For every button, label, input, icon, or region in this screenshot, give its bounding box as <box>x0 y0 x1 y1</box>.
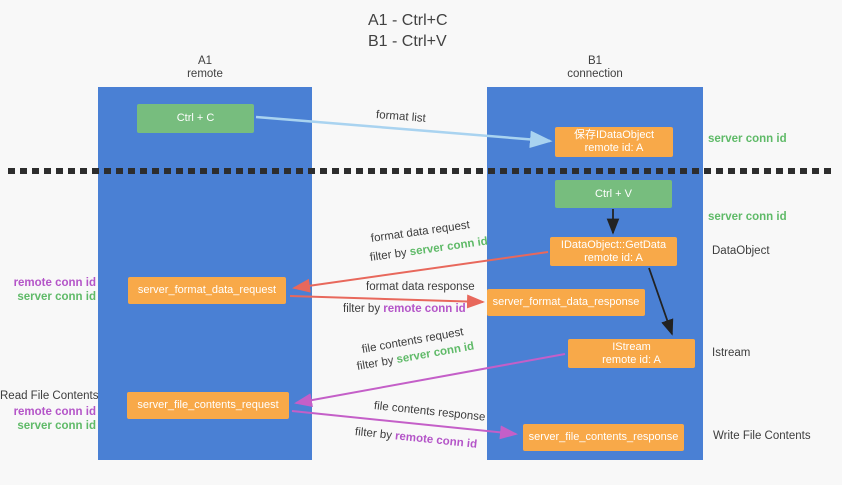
filter-by-text: filter by <box>355 354 398 373</box>
remote-conn-id-key: remote conn id <box>383 303 466 315</box>
label-write-file-contents: Write File Contents <box>713 430 811 442</box>
label-server-conn-id-left2: server conn id <box>17 419 96 432</box>
node-istream: IStream remote id: A <box>568 339 695 368</box>
filter-by-text: filter by <box>354 426 396 443</box>
node-server-file-contents-request-label: server_file_contents_request <box>137 399 279 411</box>
filter-by-text: filter by <box>343 303 384 315</box>
label-format-list: format list <box>375 109 427 125</box>
node-idataobject-getdata-line2: remote id: A <box>584 251 643 264</box>
title-line-1: A1 - Ctrl+C <box>368 12 448 29</box>
node-server-file-contents-request: server_file_contents_request <box>127 392 289 419</box>
node-istream-line2: remote id: A <box>602 353 661 366</box>
node-server-format-data-response-label: server_format_data_response <box>492 296 640 308</box>
node-ctrl-c: Ctrl + C <box>137 104 254 133</box>
node-server-format-data-request: server_format_data_request <box>128 277 286 304</box>
node-server-format-data-request-label: server_format_data_request <box>137 284 277 296</box>
label-file-contents-response-filter: filter by remote conn id <box>354 426 477 451</box>
label-read-file-contents: Read File Contents <box>0 390 99 402</box>
node-server-format-data-response: server_format_data_response <box>487 289 645 316</box>
lane-a1-subtitle: remote <box>187 68 223 80</box>
label-remote-conn-id-left2: remote conn id <box>13 406 96 418</box>
lane-a1-name: A1 <box>197 55 213 67</box>
node-idataobject-getdata-line1: IDataObject::GetData <box>560 238 667 251</box>
label-server-conn-id-mid: server conn id <box>708 211 787 223</box>
node-save-idataobject-line1: 保存IDataObject <box>573 129 655 141</box>
node-idataobject-getdata: IDataObject::GetData remote id: A <box>550 237 677 266</box>
lane-b1-name: B1 <box>587 55 603 67</box>
label-format-data-response: format data response <box>366 281 475 293</box>
label-conn-ids-format: remote conn id server conn id <box>0 277 96 304</box>
label-format-data-response-filter: filter by remote conn id <box>343 303 466 315</box>
filter-by-text: filter by <box>369 246 411 264</box>
session-divider <box>8 168 835 174</box>
node-save-idataobject-line2: remote id: A <box>584 142 644 154</box>
node-ctrl-v: Ctrl + V <box>555 180 672 208</box>
node-ctrl-v-label: Ctrl + V <box>595 187 632 200</box>
lane-b1-subtitle: connection <box>567 68 623 80</box>
label-server-conn-id-left1: server conn id <box>17 290 96 303</box>
label-remote-conn-id-left1: remote conn id <box>13 277 96 289</box>
label-conn-ids-file: remote conn id server conn id <box>0 406 96 433</box>
node-save-idataobject: 保存IDataObject remote id: A <box>555 127 673 157</box>
lane-header-b1: B1 connection <box>487 55 703 81</box>
label-file-contents-response: file contents response <box>373 400 486 424</box>
server-conn-id-key: server conn id <box>409 235 489 259</box>
label-istream: Istream <box>712 347 751 359</box>
node-istream-line1: IStream <box>612 340 651 353</box>
diagram-title: A1 - Ctrl+C B1 - Ctrl+V <box>368 10 448 52</box>
label-server-conn-id-top: server conn id <box>708 133 787 145</box>
label-dataobject: DataObject <box>712 245 770 257</box>
arrow-format-data-response <box>289 294 485 309</box>
node-ctrl-c-label: Ctrl + C <box>176 112 215 124</box>
remote-conn-id-key: remote conn id <box>394 430 478 451</box>
title-line-2: B1 - Ctrl+V <box>368 33 447 50</box>
node-server-file-contents-response: server_file_contents_response <box>523 424 684 451</box>
lane-header-a1: A1 remote <box>98 55 312 81</box>
node-server-file-contents-response-label: server_file_contents_response <box>528 431 679 443</box>
